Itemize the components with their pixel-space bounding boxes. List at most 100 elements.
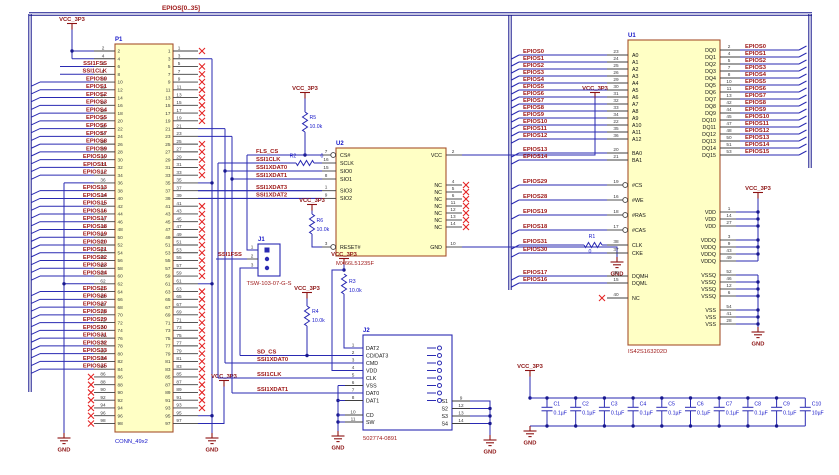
pin-number: 7 bbox=[352, 388, 355, 393]
no-connect-x bbox=[87, 412, 95, 420]
bus-label: EPIOS[0..35] bbox=[162, 5, 200, 12]
net-label: EPIOS12 bbox=[523, 133, 547, 139]
pin-number: 18 bbox=[100, 108, 106, 113]
pin-number: 38 bbox=[100, 185, 106, 190]
pin-number: 7 bbox=[178, 69, 181, 74]
pin-number: 81 bbox=[165, 359, 171, 364]
pin-number: 37 bbox=[176, 185, 182, 190]
bus-entry bbox=[31, 275, 41, 281]
pin-number: 26 bbox=[613, 70, 619, 75]
no-connect-x bbox=[198, 381, 206, 389]
bus-entry bbox=[31, 298, 41, 304]
pin-number: 87 bbox=[165, 382, 171, 387]
pin-name: CMD bbox=[366, 361, 378, 367]
pin-number: 10 bbox=[118, 80, 124, 85]
value-cap: 10µF bbox=[812, 411, 824, 417]
pin-name: NC bbox=[632, 296, 640, 302]
no-connect-x bbox=[198, 295, 206, 303]
pin-number: 11 bbox=[351, 417, 356, 422]
pin-number: 36 bbox=[613, 133, 619, 138]
refdes-p1: P1 bbox=[115, 37, 123, 43]
junction-dot bbox=[756, 315, 760, 319]
junction-dot bbox=[488, 421, 492, 426]
part-j2: 502774-0891 bbox=[363, 436, 397, 442]
no-connect-x bbox=[198, 47, 206, 55]
pin-number: 37 bbox=[165, 188, 171, 193]
net-label: EPIOS23 bbox=[83, 263, 108, 269]
u1-body bbox=[627, 39, 721, 346]
junction-dot bbox=[756, 217, 760, 221]
pin-number: 48 bbox=[100, 224, 106, 229]
pin-number: 25 bbox=[613, 63, 619, 68]
net-label: EPIOS8 bbox=[86, 139, 108, 145]
net-label: EPIOS5 bbox=[745, 79, 767, 85]
pin-name: #RAS bbox=[632, 213, 646, 219]
no-connect-x bbox=[198, 202, 206, 210]
pin-number: 3 bbox=[352, 358, 355, 363]
gnd-symbol-label: GND bbox=[752, 342, 765, 348]
pin-name: A2 bbox=[632, 67, 639, 73]
pin-name: DQ14 bbox=[702, 146, 716, 152]
pin-name: CD/DAT3 bbox=[366, 353, 388, 359]
bus-entry bbox=[798, 52, 807, 58]
net-label: EPIOS6 bbox=[523, 91, 545, 97]
gnd-symbol-label: GND bbox=[206, 448, 219, 454]
net-label: SSI1FSS bbox=[83, 61, 107, 67]
pin-number: 47 bbox=[726, 121, 732, 126]
pin-number: 49 bbox=[726, 255, 732, 260]
pin-name: VDDQ bbox=[701, 259, 716, 265]
wire bbox=[462, 246, 618, 257]
refdes-cap: C3 bbox=[611, 402, 618, 408]
net-label: EPIOS8 bbox=[523, 105, 545, 111]
pin-number: 16 bbox=[100, 100, 106, 105]
no-connect-x bbox=[198, 319, 206, 326]
pin-number: 23 bbox=[613, 49, 619, 54]
gnd-symbol-label: GND bbox=[58, 448, 71, 454]
pin-number: 60 bbox=[118, 274, 124, 279]
pin-name: NC bbox=[434, 183, 442, 189]
junction-dot bbox=[756, 252, 760, 256]
pin-number: 7 bbox=[168, 72, 171, 77]
refdes-cap: C8 bbox=[754, 402, 761, 408]
no-connect-x bbox=[462, 202, 470, 210]
bus-entry bbox=[511, 184, 520, 190]
net-label: EPIOS29 bbox=[523, 179, 548, 185]
pin-number: 42 bbox=[726, 100, 732, 105]
junction-dot bbox=[631, 396, 635, 400]
pin-number: 24 bbox=[118, 134, 124, 139]
no-connect-x bbox=[198, 241, 206, 249]
pin-number: 3 bbox=[325, 241, 328, 246]
bus-entry bbox=[798, 94, 807, 100]
pin-number: 68 bbox=[118, 305, 124, 310]
pin-number: 70 bbox=[100, 310, 106, 315]
pin-number: 9 bbox=[460, 396, 463, 401]
net-label: EPIOS14 bbox=[745, 142, 770, 148]
pin-number: 11 bbox=[177, 85, 182, 90]
pin-number: 15 bbox=[613, 277, 619, 282]
bus-entry bbox=[31, 329, 41, 335]
no-connect-x bbox=[198, 233, 206, 241]
pin-number: 12 bbox=[100, 85, 106, 90]
pin-name: A0 bbox=[632, 53, 639, 59]
pin-number: 62 bbox=[100, 279, 106, 284]
no-connect-x bbox=[462, 188, 470, 196]
refdes-cap: C1 bbox=[554, 402, 561, 408]
bus-entry bbox=[511, 138, 520, 144]
net-label: EPIOS7 bbox=[523, 98, 544, 104]
junction-dot bbox=[688, 424, 693, 428]
decoupling-caps: VCC_3P3GNDC10.1µFC20.1µFC30.1µFC40.1µFC5… bbox=[517, 364, 824, 447]
resistor-body bbox=[295, 159, 315, 167]
pin-name: SW bbox=[366, 420, 375, 426]
pin-number: 2 bbox=[352, 350, 355, 355]
pin-number: 14 bbox=[458, 418, 464, 423]
part-u1: IS42S163202D bbox=[628, 349, 667, 355]
vcc-3p3-symbol-label: VCC_3P3 bbox=[331, 252, 358, 258]
pin-number: 26 bbox=[100, 139, 106, 144]
junction-dot bbox=[774, 396, 779, 400]
junction-dot bbox=[210, 282, 214, 286]
pin-number: 44 bbox=[726, 107, 732, 112]
wire bbox=[239, 267, 258, 356]
contact-circle bbox=[437, 368, 442, 373]
junction-dot bbox=[717, 424, 721, 428]
